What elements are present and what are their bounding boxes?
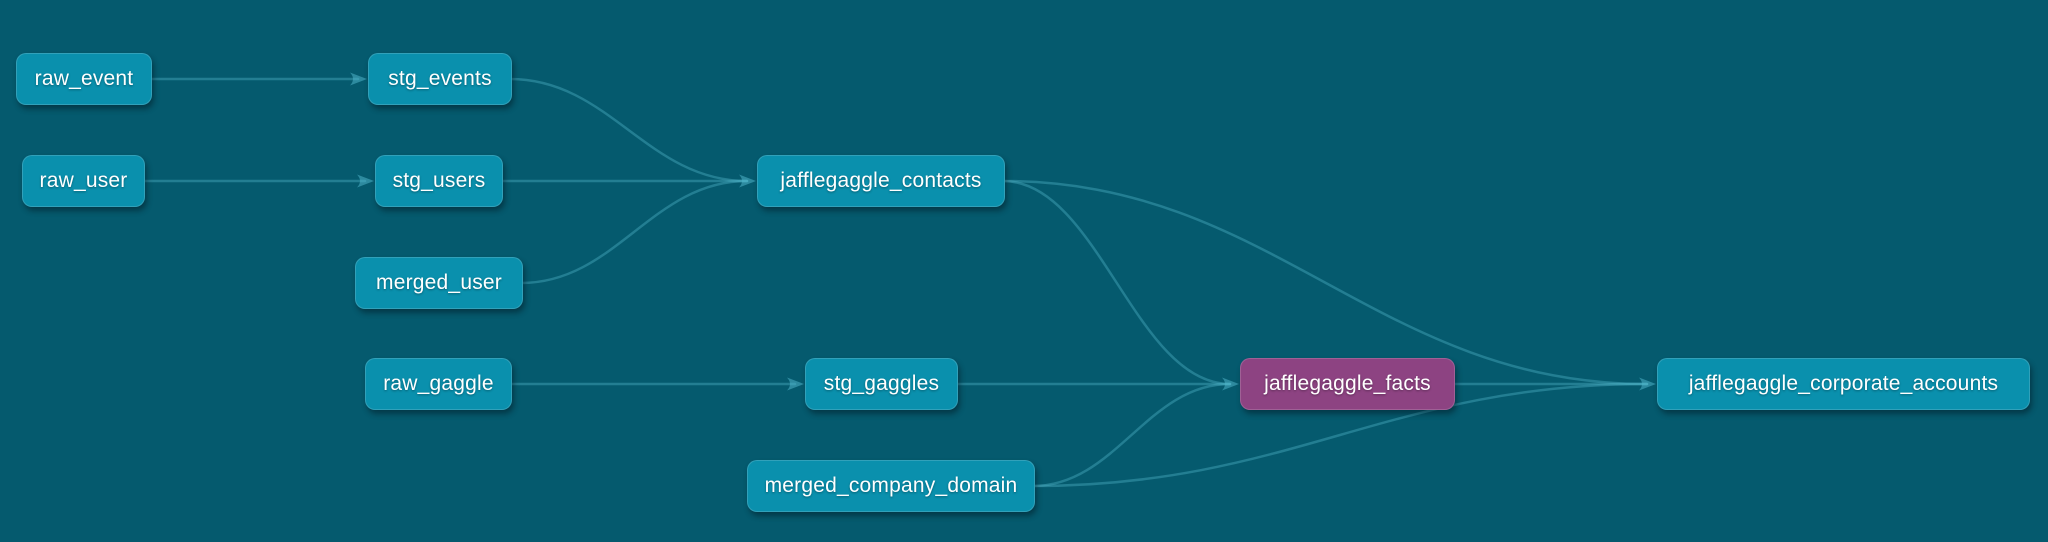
dag-node-stg_gaggles[interactable]: stg_gaggles: [805, 358, 958, 410]
dag-node-label: raw_gaggle: [383, 372, 494, 395]
dag-node-label: stg_events: [388, 67, 492, 90]
arrowhead-stg_events: [350, 72, 367, 86]
dag-node-label: merged_user: [376, 271, 502, 294]
arrowhead-stg_gaggles: [787, 377, 804, 391]
dag-node-stg_events[interactable]: stg_events: [368, 53, 512, 105]
arrowhead-jafflegaggle_facts: [1222, 377, 1239, 391]
dag-node-jafflegaggle_corporate_accounts[interactable]: jafflegaggle_corporate_accounts: [1657, 358, 2030, 410]
edge-merged_company_domain-to-jafflegaggle_corporate_accounts: [1031, 382, 1649, 488]
arrowhead-jafflegaggle_contacts: [739, 174, 756, 188]
dag-node-raw_event[interactable]: raw_event: [16, 53, 152, 105]
dag-node-raw_user[interactable]: raw_user: [22, 155, 145, 207]
dag-node-label: jafflegaggle_contacts: [780, 169, 982, 192]
arrowhead-stg_users: [357, 174, 374, 188]
dag-node-merged_company_domain[interactable]: merged_company_domain: [747, 460, 1035, 512]
dag-node-label: jafflegaggle_corporate_accounts: [1688, 372, 1999, 395]
edge-stg_events-to-jafflegaggle_contacts: [508, 77, 749, 183]
dag-node-stg_users[interactable]: stg_users: [375, 155, 503, 207]
edge-merged_user-to-jafflegaggle_contacts: [519, 179, 749, 285]
edge-jafflegaggle_contacts-to-jafflegaggle_corporate_accounts: [1001, 179, 1649, 386]
dag-node-label: merged_company_domain: [764, 474, 1018, 497]
dag-node-jafflegaggle_contacts[interactable]: jafflegaggle_contacts: [757, 155, 1005, 207]
dag-node-jafflegaggle_facts[interactable]: jafflegaggle_facts: [1240, 358, 1455, 410]
dag-node-label: jafflegaggle_facts: [1264, 372, 1431, 395]
dag-node-raw_gaggle[interactable]: raw_gaggle: [365, 358, 512, 410]
dag-node-merged_user[interactable]: merged_user: [355, 257, 523, 309]
dag-node-label: raw_event: [34, 67, 134, 90]
arrowhead-jafflegaggle_corporate_accounts: [1639, 377, 1656, 391]
dag-node-label: raw_user: [39, 169, 128, 192]
dag-node-label: stg_gaggles: [823, 372, 940, 395]
dag-node-label: stg_users: [392, 169, 486, 192]
edge-merged_company_domain-to-jafflegaggle_facts: [1031, 382, 1232, 488]
edge-jafflegaggle_contacts-to-jafflegaggle_facts: [1001, 179, 1232, 386]
